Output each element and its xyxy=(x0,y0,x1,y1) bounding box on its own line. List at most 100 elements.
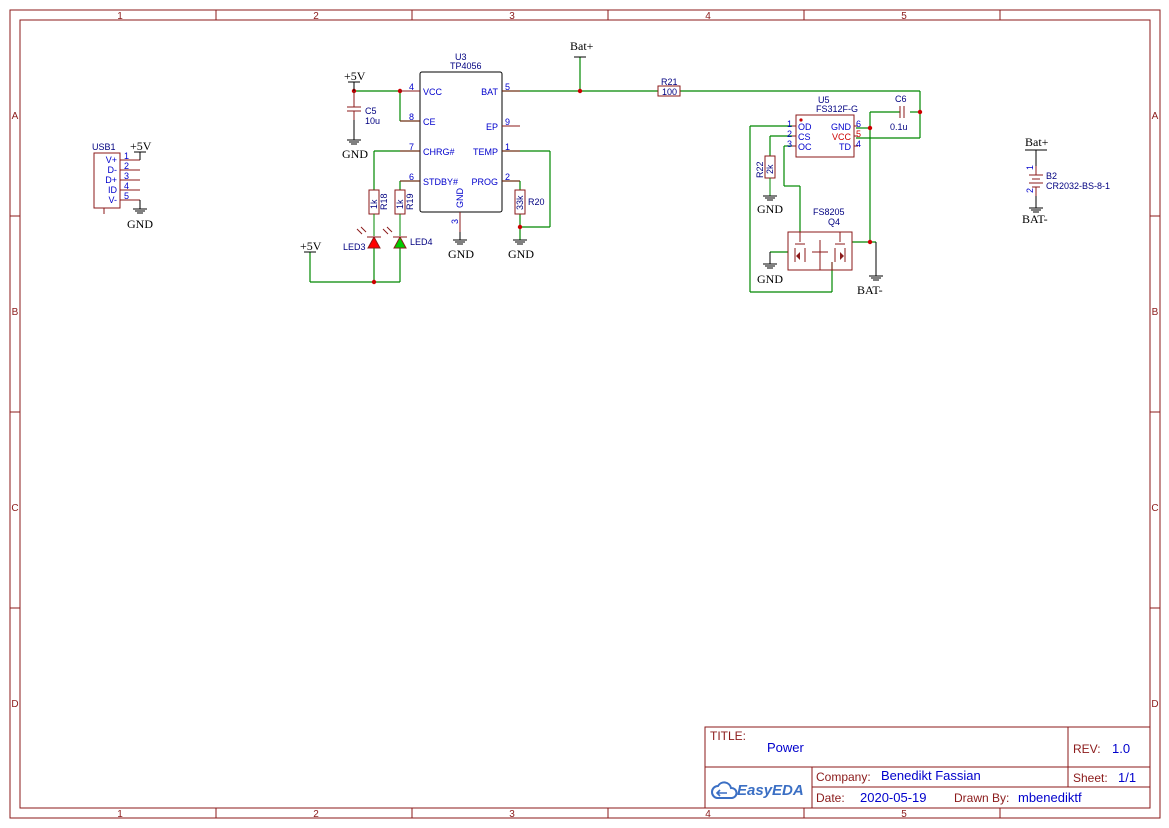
c6-capacitor[interactable]: C6 0.1u xyxy=(890,94,908,132)
u5-pin-name-od: OD xyxy=(798,122,812,132)
u5-pin-num-5: 5 xyxy=(856,129,861,139)
drawn-by-label: Drawn By: xyxy=(954,791,1009,805)
u3-pin-num-6: 6 xyxy=(409,172,414,182)
title-block: TITLE: Power REV: 1.0 Company: Benedikt … xyxy=(704,726,1151,809)
col-label-top-2: 2 xyxy=(313,11,319,22)
u3-pin-name-bat: BAT xyxy=(481,87,498,97)
usb-pin-num-1: 1 xyxy=(124,151,129,161)
u5-pin-name-td: TD xyxy=(839,142,851,152)
u5-pin-name-cs: CS xyxy=(798,132,811,142)
rev-value: 1.0 xyxy=(1112,741,1130,756)
q4-ref: Q4 xyxy=(828,217,840,227)
r20-gnd-net: GND xyxy=(508,247,534,261)
r19-value: 1k xyxy=(395,199,405,209)
r19-resistor[interactable]: 1k R19 xyxy=(394,189,415,236)
drawn-by-value: mbenediktf xyxy=(1018,790,1082,805)
row-label-right-b: B xyxy=(1152,307,1159,318)
b2-pin-num-2: 2 xyxy=(1025,188,1035,193)
b2-bat-minus-net: BAT- xyxy=(1022,212,1048,226)
row-label-left-c: C xyxy=(11,503,18,514)
col-label-top-1: 1 xyxy=(117,11,123,22)
usb-pin-num-5: 5 xyxy=(124,191,129,201)
u3-pin-name-chrg: CHRG# xyxy=(423,147,455,157)
usb-pin-num-2: 2 xyxy=(124,161,129,171)
u3-pin-num-3: 3 xyxy=(450,219,460,224)
title-label: TITLE: xyxy=(710,729,746,743)
u3-pin-num-8: 8 xyxy=(409,112,414,122)
u5-pin-name-gnd: GND xyxy=(831,122,852,132)
u5-pin-name-oc: OC xyxy=(798,142,812,152)
u5-pin-num-1: 1 xyxy=(787,119,792,129)
u3-gnd-net: GND xyxy=(448,247,474,261)
usb-pin-num-4: 4 xyxy=(124,181,129,191)
row-label-right-c: C xyxy=(1151,503,1158,514)
r22-resistor[interactable]: 2k R22 GND xyxy=(755,155,783,216)
easyeda-logo-text: EasyEDA xyxy=(737,782,804,799)
usb-ref: USB1 xyxy=(92,142,116,152)
u3-tp4056[interactable]: U3 TP4056 VCC CE CHRG# STDBY# BAT EP TEM… xyxy=(400,52,520,261)
date-value: 2020-05-19 xyxy=(860,790,927,805)
sheet-border xyxy=(9,9,1161,819)
c5-vcc-net: +5V xyxy=(344,69,366,83)
usb-pin-name-4: ID xyxy=(108,185,118,195)
b2-bat-plus-net: Bat+ xyxy=(1025,135,1049,149)
u3-pin-num-1: 1 xyxy=(505,142,510,152)
q4-gnd-net: GND xyxy=(757,272,783,286)
col-label-top-4: 4 xyxy=(705,11,711,22)
b2-pin-num-1: 1 xyxy=(1025,165,1035,170)
usb-vcc-net: +5V xyxy=(130,139,152,153)
led4-ref: LED4 xyxy=(410,237,433,247)
u3-pin-num-7: 7 xyxy=(409,142,414,152)
title-value: Power xyxy=(767,740,805,755)
r18-resistor[interactable]: 1k R18 xyxy=(368,189,389,236)
company-value: Benedikt Fassian xyxy=(881,768,981,783)
r22-ref: R22 xyxy=(755,161,765,178)
u5-pin-num-4: 4 xyxy=(856,139,861,149)
led4[interactable]: LED4 xyxy=(382,226,433,249)
r21-value: 100 xyxy=(662,87,677,97)
r19-ref: R19 xyxy=(405,193,415,210)
col-label-bottom-3: 3 xyxy=(509,809,515,820)
led-vcc-net: +5V xyxy=(300,239,322,253)
led3[interactable]: LED3 xyxy=(343,226,381,252)
u5-pin-num-3: 3 xyxy=(787,139,792,149)
u5-value: FS312F-G xyxy=(816,104,858,114)
r21-ref: R21 xyxy=(661,77,678,87)
r21-resistor[interactable]: R21 100 xyxy=(657,77,681,97)
sheet-label: Sheet: xyxy=(1073,771,1108,785)
r22-gnd-net: GND xyxy=(757,202,783,216)
led3-ref: LED3 xyxy=(343,242,366,252)
col-label-top-5: 5 xyxy=(901,11,907,22)
u3-pin-name-gnd: GND xyxy=(455,188,465,209)
u3-pin-name-vcc: VCC xyxy=(423,87,443,97)
c5-ref: C5 xyxy=(365,106,377,116)
c5-capacitor[interactable]: +5V C5 10u GND xyxy=(342,69,380,161)
row-label-right-d: D xyxy=(1151,699,1158,710)
row-label-left-a: A xyxy=(12,111,19,122)
u3-pin-name-ep: EP xyxy=(486,122,498,132)
q4-value: FS8205 xyxy=(813,207,845,217)
col-label-bottom-4: 4 xyxy=(705,809,711,820)
u3-ref: U3 xyxy=(455,52,467,62)
b2-battery[interactable]: Bat+ 1 2 B2 CR2032-BS-8-1 BAT- xyxy=(1022,135,1110,226)
date-label: Date: xyxy=(816,791,845,805)
usb-pin-name-2: D- xyxy=(108,165,118,175)
q4-bat-minus-net: BAT- xyxy=(857,283,883,297)
usb-gnd-net: GND xyxy=(127,217,153,231)
c6-ref: C6 xyxy=(895,94,907,104)
col-label-bottom-2: 2 xyxy=(313,809,319,820)
u5-pin-name-vcc: VCC xyxy=(832,132,852,142)
u5-fs312f[interactable]: U5 FS312F-G OD CS OC GND VCC TD 1 2 3 6 … xyxy=(787,95,861,158)
u3-pin-name-temp: TEMP xyxy=(473,147,498,157)
usb-pin-num-3: 3 xyxy=(124,171,129,181)
u5-pin-num-2: 2 xyxy=(787,129,792,139)
q4-fs8205[interactable]: FS8205 Q4 GND xyxy=(757,207,883,297)
u3-value: TP4056 xyxy=(450,61,482,71)
r20-value: 33k xyxy=(515,195,525,210)
bat-plus-label: Bat+ xyxy=(570,39,594,53)
c5-value: 10u xyxy=(365,116,380,126)
usb-connector[interactable]: USB1 V+ D- D+ ID V- 1 2 3 4 5 +5 xyxy=(92,139,153,231)
r18-value: 1k xyxy=(369,199,379,209)
r20-resistor[interactable]: 33k R20 GND xyxy=(508,189,545,261)
